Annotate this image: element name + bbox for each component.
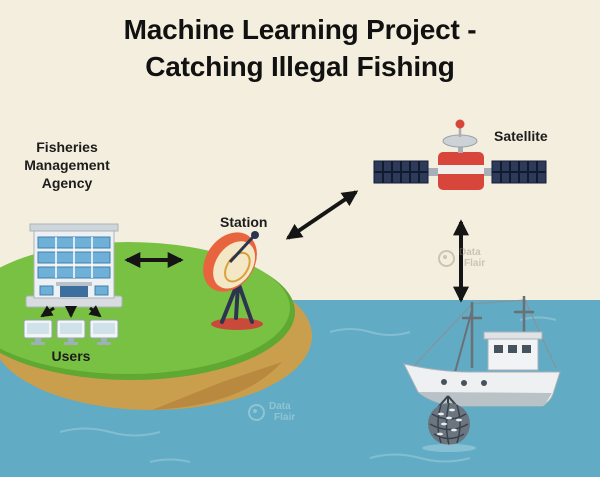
watermark-dataflair: Data Flair bbox=[248, 401, 296, 423]
dataflair-logo-text: Data Flair bbox=[269, 401, 296, 423]
station-dish-icon bbox=[203, 231, 263, 330]
title-line-2: Catching Illegal Fishing bbox=[145, 50, 455, 82]
station-label: Station bbox=[220, 214, 268, 230]
fishing-net-icon bbox=[422, 395, 476, 452]
dataflair-logo-icon bbox=[248, 404, 265, 421]
arrows-building-to-users bbox=[40, 305, 102, 318]
dataflair-logo-text: Data Flair bbox=[459, 247, 486, 269]
satellite-icon bbox=[373, 119, 547, 190]
watermark-word-2: Flair bbox=[464, 257, 486, 269]
agency-building-icon bbox=[25, 223, 123, 308]
title-line-1: Machine Learning Project - bbox=[123, 14, 477, 45]
watermark-dataflair: Data Flair bbox=[438, 247, 486, 269]
users-monitors-icon bbox=[23, 319, 119, 345]
dataflair-logo-icon bbox=[438, 250, 455, 267]
arrow-station-satellite bbox=[285, 190, 359, 240]
watermark-word-1: Data bbox=[269, 401, 291, 412]
users-label: Users bbox=[51, 348, 91, 364]
watermark-word-1: Data bbox=[459, 247, 481, 258]
water-waves-decoration bbox=[59, 316, 557, 463]
watermark-word-2: Flair bbox=[274, 411, 296, 423]
agency-label: Fisheries Management Agency bbox=[24, 139, 110, 192]
satellite-label: Satellite bbox=[494, 128, 548, 144]
page-title: Machine Learning Project - Catching Ille… bbox=[0, 12, 600, 86]
fishing-ship-icon bbox=[403, 296, 561, 452]
